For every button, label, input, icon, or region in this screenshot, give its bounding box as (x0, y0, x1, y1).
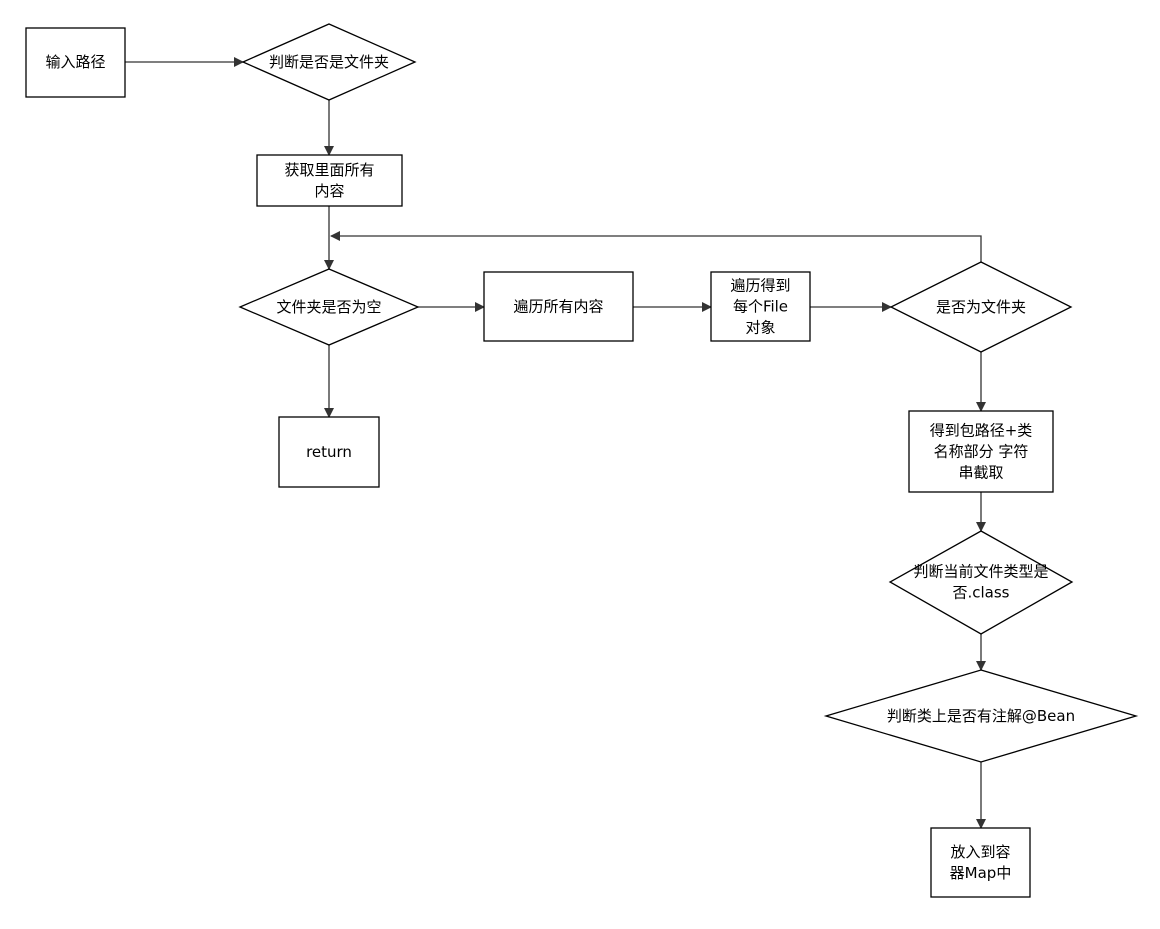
node-is-folder-check-label: 判断是否是文件夹 (269, 53, 389, 71)
label-line: 输入路径 (45, 53, 105, 71)
label-line: 遍历所有内容 (513, 297, 603, 315)
node-traverse-all-label: 遍历所有内容 (513, 297, 603, 315)
node-is-class-file-label: 判断当前文件类型是否.class (913, 562, 1048, 601)
label-line: 得到包路径+类 (930, 421, 1033, 439)
node-get-contents-label: 获取里面所有内容 (284, 161, 374, 200)
node-return-label: return (306, 443, 352, 461)
node-return[interactable]: return (278, 416, 380, 488)
node-is-folder[interactable]: 是否为文件夹 (889, 261, 1073, 353)
label-line: 每个File (733, 297, 788, 315)
label-line: 文件夹是否为空 (276, 298, 381, 316)
node-is-class-file[interactable]: 判断当前文件类型是否.class (888, 530, 1074, 635)
label-line: 判断是否是文件夹 (269, 53, 389, 71)
node-is-folder-label: 是否为文件夹 (936, 298, 1026, 316)
node-get-file-objects-label: 遍历得到每个File 对象 (730, 276, 790, 336)
node-has-bean-annotation[interactable]: 判断类上是否有注解@Bean (823, 669, 1139, 763)
label-line: 判断类上是否有注解@Bean (887, 707, 1075, 725)
edges (125, 57, 986, 829)
edge-loop-back (330, 231, 982, 262)
label-line: 放入到容 (950, 843, 1010, 861)
node-get-package-path[interactable]: 得到包路径+类名称部分 字符串截取 (908, 410, 1054, 493)
node-get-package-path-label: 得到包路径+类名称部分 字符串截取 (930, 421, 1033, 481)
node-put-in-container-label: 放入到容器Map中 (950, 843, 1012, 882)
node-input-path[interactable]: 输入路径 (25, 27, 126, 98)
node-folder-empty[interactable]: 文件夹是否为空 (238, 268, 420, 346)
node-get-file-objects[interactable]: 遍历得到每个File 对象 (710, 271, 811, 342)
label-line: 否.class (952, 583, 1009, 601)
label-line: 遍历得到 (730, 276, 790, 294)
label-line: 器Map中 (950, 864, 1012, 882)
node-is-folder-check[interactable]: 判断是否是文件夹 (241, 23, 417, 101)
node-put-in-container[interactable]: 放入到容器Map中 (930, 827, 1031, 898)
label-line: 对象 (745, 318, 775, 336)
node-traverse-all[interactable]: 遍历所有内容 (483, 271, 634, 342)
label-line: 判断当前文件类型是 (913, 562, 1048, 580)
label-line: 获取里面所有 (284, 161, 374, 179)
label-line: 内容 (314, 182, 344, 200)
node-get-contents[interactable]: 获取里面所有内容 (256, 154, 403, 207)
node-folder-empty-label: 文件夹是否为空 (276, 298, 381, 316)
node-has-bean-annotation-label: 判断类上是否有注解@Bean (887, 707, 1075, 725)
node-input-path-label: 输入路径 (45, 53, 105, 71)
label-line: 是否为文件夹 (936, 298, 1026, 316)
label-line: 串截取 (958, 463, 1003, 481)
label-line: 名称部分 字符 (934, 442, 1029, 460)
label-line: return (306, 443, 352, 461)
